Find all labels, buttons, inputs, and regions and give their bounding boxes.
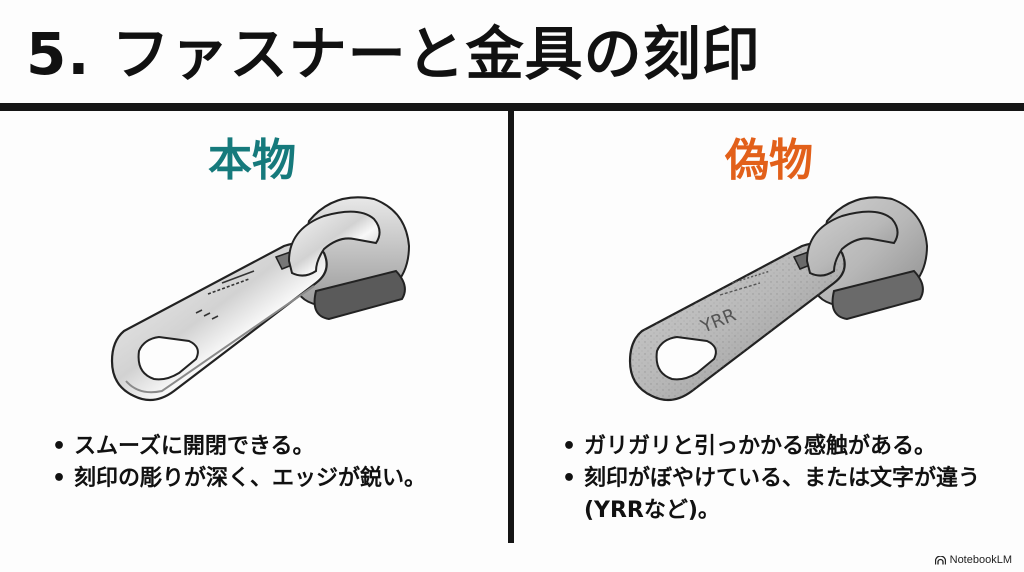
genuine-bullet: 刻印の彫りが深く、エッジが鋭い。 [52, 463, 426, 495]
fake-heading: 偽物 [725, 135, 813, 186]
header-divider [0, 103, 1024, 111]
genuine-bullet-list: スムーズに開閉できる。 刻印の彫りが深く、エッジが鋭い。 [52, 431, 426, 495]
fake-bullet-list: ガリガリと引っかかる感触がある。 刻印がぼやけている、または文字が違う (YRR… [562, 431, 1002, 527]
notebooklm-badge: NotebookLM [934, 554, 1012, 566]
zipper-pull-icon [110, 196, 411, 402]
genuine-column: 本物 [0, 111, 508, 551]
slide-title: 5. ファスナーと金具の刻印 [26, 20, 761, 88]
notebooklm-logo-icon [934, 555, 946, 564]
genuine-zipper-image [84, 191, 424, 425]
genuine-heading: 本物 [208, 135, 296, 186]
brand-label: NotebookLM [949, 554, 1012, 566]
fake-bullet: ガリガリと引っかかる感触がある。 [562, 431, 1002, 463]
zipper-pull-icon: YRR [628, 196, 929, 402]
fake-column: 偽物 [514, 111, 1024, 551]
column-divider [508, 111, 514, 543]
fake-zipper-image: YRR [602, 191, 942, 425]
fake-bullet: 刻印がぼやけている、または文字が違う (YRRなど)。 [562, 463, 1002, 527]
genuine-bullet: スムーズに開閉できる。 [52, 431, 426, 463]
